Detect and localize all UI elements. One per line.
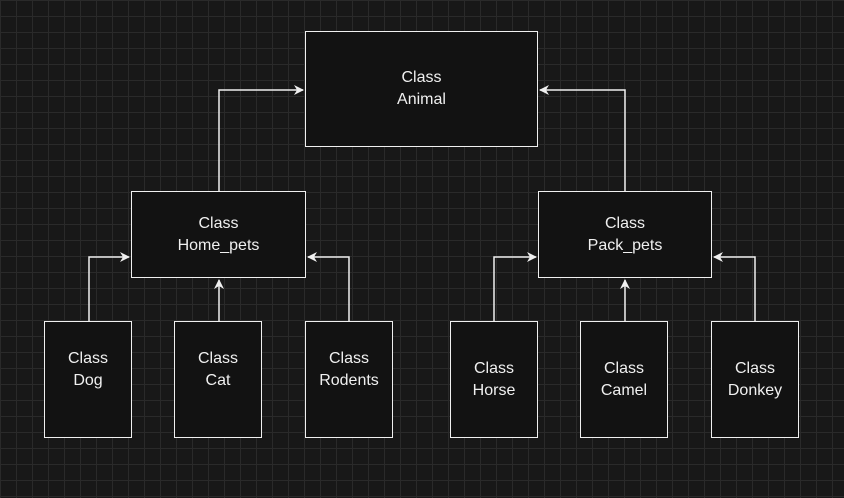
- node-label-line2: Camel: [600, 381, 648, 399]
- edge-dog-to-home: [88, 252, 130, 321]
- edge-rodents-to-home: [307, 252, 350, 321]
- node-label-line1: Class: [197, 349, 238, 367]
- node-label-line2: Pack_pets: [587, 236, 663, 254]
- class-dog-node[interactable]: Class Dog: [44, 321, 132, 438]
- node-label-line2: Cat: [205, 371, 231, 389]
- node-label-line1: Class: [328, 349, 369, 367]
- node-label-line2: Home_pets: [177, 236, 260, 254]
- edge-home-to-animal: [218, 85, 304, 191]
- node-label-line2: Donkey: [727, 381, 783, 399]
- class-animal-node[interactable]: Class Animal: [305, 31, 538, 147]
- node-label-line2: Horse: [472, 381, 516, 399]
- edge-horse-to-pack: [493, 252, 537, 321]
- edge-donkey-to-pack: [713, 252, 756, 321]
- node-label-line2: Dog: [73, 371, 103, 389]
- node-label-line1: Class: [401, 69, 442, 86]
- node-label-line1: Class: [734, 359, 775, 377]
- edge-pack-to-animal: [539, 85, 626, 191]
- class-donkey-node[interactable]: Class Donkey: [711, 321, 799, 438]
- node-label-line1: Class: [473, 359, 514, 377]
- class-horse-node[interactable]: Class Horse: [450, 321, 538, 438]
- node-label-line1: Class: [198, 214, 239, 232]
- class-camel-node[interactable]: Class Camel: [580, 321, 668, 438]
- node-label-line2: Animal: [397, 91, 446, 108]
- node-label-line1: Class: [604, 214, 645, 232]
- class-rodents-node[interactable]: Class Rodents: [305, 321, 393, 438]
- node-label-line1: Class: [603, 359, 644, 377]
- node-label-line1: Class: [67, 349, 108, 367]
- class-cat-node[interactable]: Class Cat: [174, 321, 262, 438]
- class-home-pets-node[interactable]: Class Home_pets: [131, 191, 306, 278]
- class-pack-pets-node[interactable]: Class Pack_pets: [538, 191, 712, 278]
- node-label-line2: Rodents: [319, 371, 379, 389]
